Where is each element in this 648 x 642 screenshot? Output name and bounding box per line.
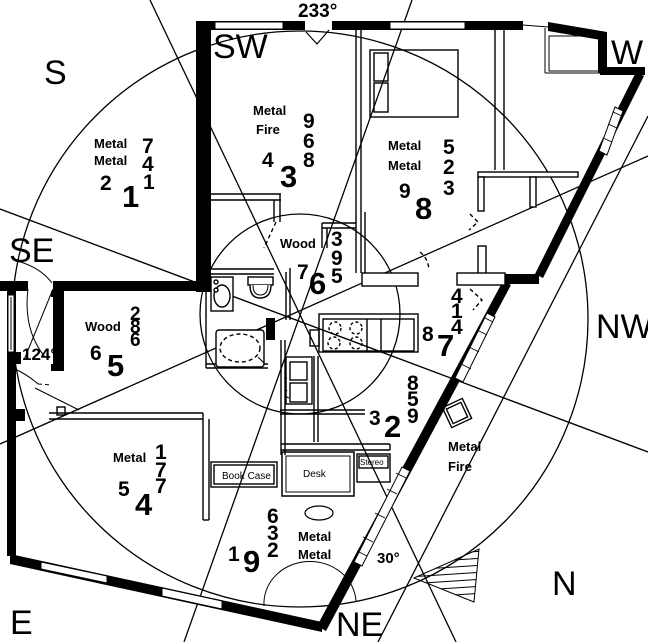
svg-text:1: 1 bbox=[155, 441, 167, 464]
svg-text:233°: 233° bbox=[298, 1, 337, 22]
svg-text:30°: 30° bbox=[377, 550, 400, 567]
svg-text:2: 2 bbox=[267, 539, 279, 562]
svg-text:6: 6 bbox=[90, 342, 102, 365]
svg-text:Metal: Metal bbox=[298, 529, 331, 544]
svg-text:2: 2 bbox=[384, 409, 401, 444]
svg-text:Fire: Fire bbox=[256, 122, 280, 137]
svg-text:8: 8 bbox=[130, 317, 141, 338]
svg-text:NW: NW bbox=[596, 308, 648, 346]
svg-text:3: 3 bbox=[280, 159, 297, 194]
svg-text:124°: 124° bbox=[22, 345, 57, 364]
svg-text:6: 6 bbox=[267, 505, 279, 528]
svg-text:1: 1 bbox=[451, 300, 463, 323]
svg-text:9: 9 bbox=[399, 180, 411, 203]
svg-text:Stereo: Stereo bbox=[360, 458, 384, 467]
svg-text:1: 1 bbox=[122, 179, 139, 214]
svg-text:2: 2 bbox=[100, 172, 112, 195]
svg-text:4: 4 bbox=[451, 285, 463, 308]
svg-text:Metal: Metal bbox=[388, 138, 421, 153]
svg-text:3: 3 bbox=[331, 228, 343, 251]
svg-text:E: E bbox=[10, 604, 33, 642]
svg-text:7: 7 bbox=[155, 459, 167, 482]
svg-text:7: 7 bbox=[297, 261, 309, 284]
svg-text:1: 1 bbox=[143, 171, 155, 194]
svg-text:9: 9 bbox=[331, 247, 343, 270]
svg-text:4: 4 bbox=[135, 487, 153, 522]
svg-text:5: 5 bbox=[407, 388, 419, 411]
svg-text:SW: SW bbox=[213, 28, 268, 66]
svg-text:5: 5 bbox=[331, 265, 343, 288]
svg-text:8: 8 bbox=[407, 372, 419, 395]
svg-text:2: 2 bbox=[130, 304, 141, 325]
svg-text:5: 5 bbox=[443, 136, 455, 159]
svg-text:4: 4 bbox=[142, 153, 154, 176]
svg-text:Book Case: Book Case bbox=[222, 471, 271, 482]
svg-text:9: 9 bbox=[407, 405, 419, 428]
svg-text:Metal: Metal bbox=[253, 103, 286, 118]
svg-text:Desk: Desk bbox=[303, 469, 327, 480]
svg-text:SE: SE bbox=[9, 232, 54, 270]
svg-text:W: W bbox=[611, 34, 643, 72]
svg-text:Metal: Metal bbox=[298, 547, 331, 562]
svg-text:Metal: Metal bbox=[94, 153, 127, 168]
svg-text:Metal: Metal bbox=[448, 439, 481, 454]
svg-text:8: 8 bbox=[422, 323, 434, 346]
svg-text:4: 4 bbox=[451, 316, 463, 339]
svg-text:9: 9 bbox=[303, 110, 315, 133]
svg-text:5: 5 bbox=[118, 478, 130, 501]
svg-text:Wood: Wood bbox=[280, 236, 316, 251]
svg-text:Metal: Metal bbox=[113, 450, 146, 465]
svg-text:9: 9 bbox=[243, 544, 260, 579]
svg-text:Metal: Metal bbox=[388, 158, 421, 173]
svg-text:8: 8 bbox=[303, 149, 315, 172]
svg-text:5: 5 bbox=[107, 348, 124, 383]
svg-text:1: 1 bbox=[228, 543, 240, 566]
svg-text:8: 8 bbox=[415, 191, 432, 226]
svg-text:Fire: Fire bbox=[448, 459, 472, 474]
svg-text:6: 6 bbox=[130, 330, 141, 351]
svg-text:7: 7 bbox=[155, 475, 167, 498]
svg-text:3: 3 bbox=[443, 177, 455, 200]
svg-text:4: 4 bbox=[262, 149, 274, 172]
svg-text:NE: NE bbox=[336, 606, 383, 642]
svg-text:2: 2 bbox=[443, 156, 455, 179]
svg-text:N: N bbox=[552, 565, 577, 603]
svg-text:Metal: Metal bbox=[94, 136, 127, 151]
svg-text:3: 3 bbox=[267, 522, 279, 545]
svg-text:3: 3 bbox=[369, 407, 381, 430]
svg-text:6: 6 bbox=[303, 130, 315, 153]
svg-text:6: 6 bbox=[309, 266, 326, 301]
svg-text:Wood: Wood bbox=[85, 319, 121, 334]
svg-text:7: 7 bbox=[437, 328, 454, 363]
svg-text:7: 7 bbox=[142, 135, 154, 158]
svg-text:S: S bbox=[44, 54, 67, 92]
